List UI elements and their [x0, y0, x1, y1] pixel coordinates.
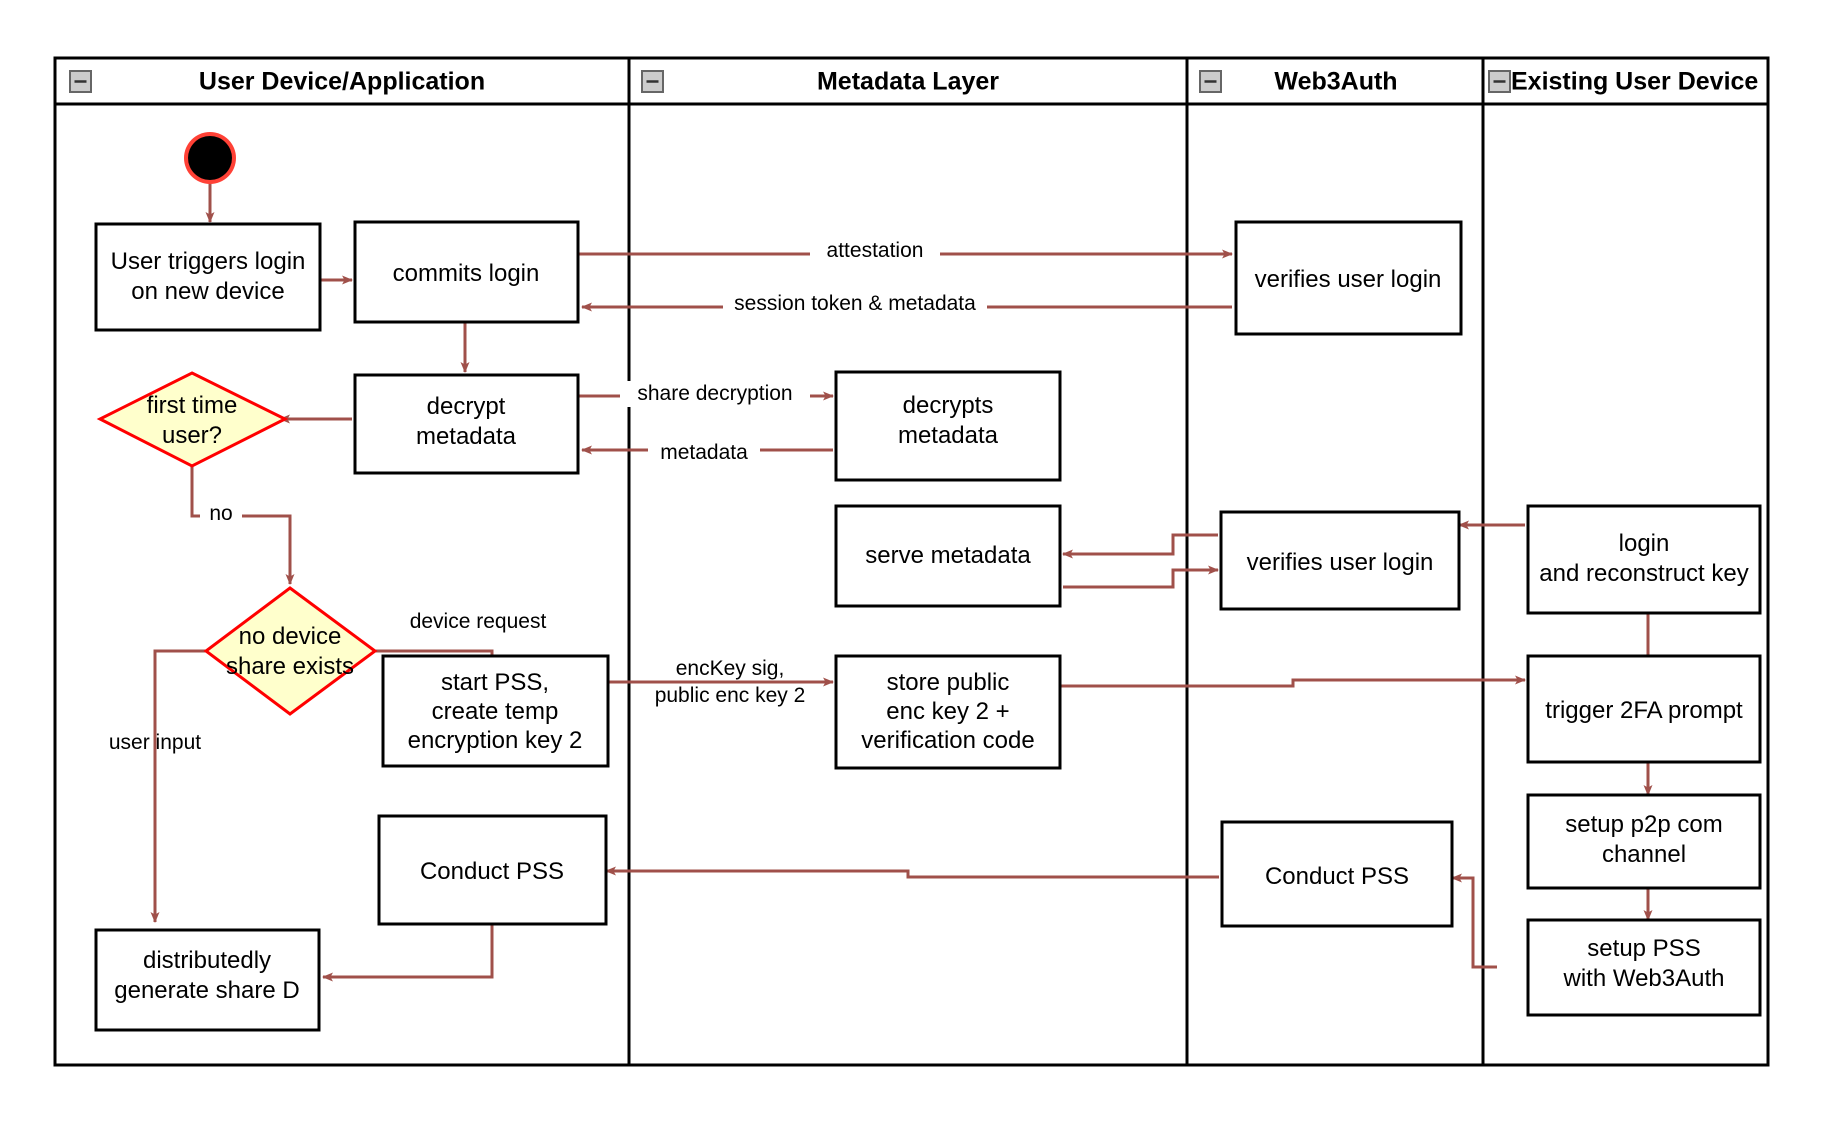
node-label-line: metadata	[898, 422, 999, 449]
node-user-triggers-login[interactable]: User triggers login on new device	[94, 222, 322, 332]
node-label-line: on new device	[131, 278, 284, 305]
node-start[interactable]	[184, 132, 236, 184]
lane-header-user-device[interactable]: User Device/Application	[69, 68, 485, 96]
edge-labels: attestation session token & metadata sha…	[109, 238, 987, 754]
edge-label-public-enc-key-2: public enc key 2	[655, 684, 806, 707]
node-store-public-enc-key[interactable]: store public enc key 2 + verification co…	[834, 654, 1062, 770]
lane-title-user-device: User Device/Application	[199, 68, 485, 96]
lane-header-web3auth[interactable]: Web3Auth	[1199, 68, 1398, 96]
flow-store-enc-key-to-trigger-2fa	[1057, 675, 1526, 688]
node-label-line: Conduct PSS	[420, 858, 564, 885]
node-label-line: verifies user login	[1247, 549, 1434, 576]
lane-title-metadata: Metadata Layer	[817, 68, 999, 96]
edge-label-no: no	[209, 502, 232, 525]
node-label-line: share exists	[226, 653, 354, 680]
flow-conduct-pss-to-generate-share-d	[322, 924, 494, 982]
node-label-line: create temp	[432, 698, 559, 725]
edge-label-enc-key-sig: encKey sig,	[676, 657, 785, 680]
node-label-line: channel	[1602, 841, 1686, 868]
node-label-line: encryption key 2	[408, 727, 583, 754]
flow-conduct-pss-web3auth-to-user	[605, 866, 1219, 879]
edge-label-user-input: user input	[109, 731, 201, 754]
node-verifies-user-login-2[interactable]: verifies user login	[1219, 510, 1461, 611]
node-label-line: enc key 2 +	[886, 698, 1009, 725]
node-label-line: setup PSS	[1587, 935, 1700, 962]
node-setup-pss-with-web3auth[interactable]: setup PSS with Web3Auth	[1526, 918, 1762, 1017]
node-trigger-2fa-prompt[interactable]: trigger 2FA prompt	[1526, 654, 1762, 764]
node-serve-metadata[interactable]: serve metadata	[834, 504, 1062, 608]
node-label-line: verification code	[861, 727, 1034, 754]
node-label-line: trigger 2FA prompt	[1545, 697, 1743, 724]
flow-no-device-share-user-input	[150, 649, 210, 923]
node-distributedly-generate-share-d[interactable]: distributedly generate share D	[94, 928, 321, 1032]
node-decrypt-metadata[interactable]: decrypt metadata	[353, 373, 580, 475]
node-label-line: distributedly	[143, 947, 271, 974]
node-login-and-reconstruct-key[interactable]: login and reconstruct key	[1526, 504, 1762, 615]
node-label-line: with Web3Auth	[1563, 965, 1725, 992]
edge-label-session-token: session token & metadata	[734, 292, 976, 315]
node-label-line: setup p2p com	[1565, 811, 1722, 838]
edge-label-share-decryption: share decryption	[637, 382, 792, 405]
flow-setup-pss-to-conduct-pss-web3auth	[1451, 873, 1497, 969]
swimlane-frame	[53, 56, 1770, 1067]
node-no-device-share-exists[interactable]: no device share exists	[203, 586, 378, 716]
node-setup-p2p-com-channel[interactable]: setup p2p com channel	[1526, 793, 1762, 890]
lane-title-existing-device: Existing User Device	[1511, 68, 1758, 96]
node-label-line: User triggers login	[111, 248, 306, 275]
node-label-line: metadata	[416, 423, 517, 450]
edge-label-device-request: device request	[410, 610, 547, 633]
node-label-line: no device	[239, 623, 342, 650]
node-label-line: and reconstruct key	[1539, 560, 1748, 587]
node-label-line: decrypt	[427, 393, 506, 420]
start-node-fill	[188, 136, 232, 180]
node-verifies-user-login-1[interactable]: verifies user login	[1234, 220, 1463, 336]
node-label-line: commits login	[393, 260, 540, 287]
node-label-line: login	[1619, 530, 1670, 557]
edge-label-metadata: metadata	[660, 441, 748, 464]
lane-header-metadata[interactable]: Metadata Layer	[641, 68, 999, 96]
lane-title-web3auth: Web3Auth	[1274, 68, 1397, 96]
node-label-line: generate share D	[114, 977, 299, 1004]
flow-serve-metadata-to-verifies2	[1063, 565, 1219, 589]
node-commits-login[interactable]: commits login	[353, 220, 580, 324]
node-label-line: start PSS,	[441, 669, 549, 696]
node-conduct-pss-web3auth[interactable]: Conduct PSS	[1220, 820, 1454, 928]
edge-label-attestation: attestation	[827, 239, 924, 262]
node-label-line: serve metadata	[865, 542, 1031, 569]
node-label-line: verifies user login	[1255, 266, 1442, 293]
node-decrypts-metadata[interactable]: decrypts metadata	[834, 370, 1062, 482]
flow-verifies2-to-serve-metadata	[1062, 533, 1218, 559]
lane-header-existing-device[interactable]: Existing User Device	[1488, 68, 1758, 96]
node-label-line: first time	[147, 392, 238, 419]
node-conduct-pss-user[interactable]: Conduct PSS	[377, 814, 608, 926]
node-start-pss[interactable]: start PSS, create temp encryption key 2	[381, 654, 610, 768]
node-label-line: Conduct PSS	[1265, 863, 1409, 890]
node-label-line: decrypts	[903, 392, 994, 419]
node-label-line: store public	[887, 669, 1010, 696]
node-label-line: user?	[162, 422, 222, 449]
node-first-time-user[interactable]: first time user?	[96, 371, 289, 468]
